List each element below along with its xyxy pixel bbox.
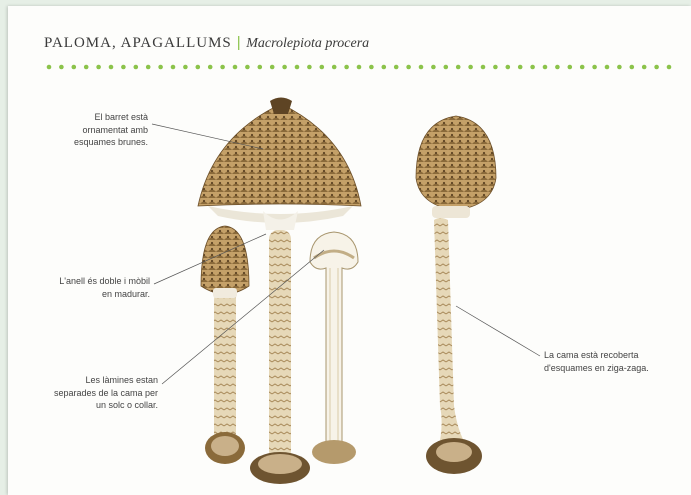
mushroom-illustration — [8, 6, 691, 495]
closed-cap-mushroom — [416, 116, 496, 474]
ring-annotation: L'anell és doble i mòbil en madurar. — [48, 275, 150, 300]
book-page: PALOMA, APAGALLUMS|Macrolepiota procera — [8, 6, 691, 495]
sectioned-mushroom — [310, 232, 358, 464]
gills-annotation: Les làmines estan separades de la cama p… — [48, 374, 158, 412]
young-mushroom — [201, 226, 249, 464]
cap-annotation: El barret està ornamentat amb esquames b… — [48, 111, 148, 149]
stem-annotation: La cama està recoberta d'esquames en zig… — [544, 349, 684, 374]
